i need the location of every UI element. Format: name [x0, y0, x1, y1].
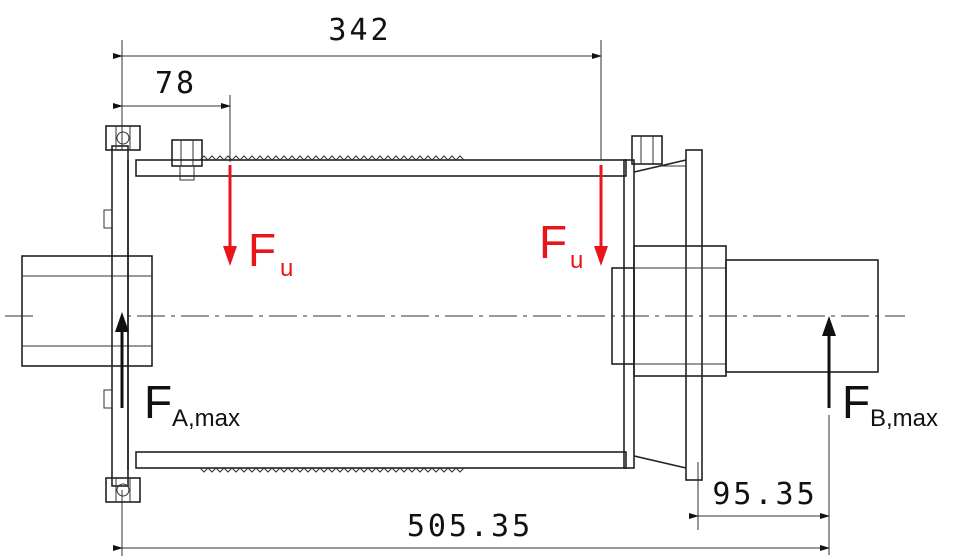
dimension-342-label: 342	[328, 13, 391, 48]
dimension-78-label: 78	[155, 66, 197, 101]
dimension-505-35: 505.35	[113, 490, 830, 556]
right-bolt-top	[631, 135, 663, 165]
force-fa-max-sub: A,max	[172, 405, 240, 432]
right-hub	[611, 245, 727, 377]
force-fb-max: F B,max	[822, 316, 938, 432]
force-fu-right-sub: u	[570, 247, 583, 274]
force-fa-max-main: F	[144, 376, 172, 428]
left-end-plate	[103, 145, 129, 487]
left-bolt-top	[105, 125, 141, 151]
force-fu-left: F u	[223, 165, 293, 282]
drum-shell-bottom	[135, 451, 627, 473]
left-hub	[21, 255, 153, 367]
dimension-95-35-label: 95.35	[712, 477, 817, 512]
inner-bolt	[171, 139, 203, 181]
force-fu-right: F u	[539, 165, 608, 274]
right-shaft	[725, 259, 879, 373]
left-bolt-bottom	[105, 477, 141, 503]
force-fu-right-main: F	[539, 216, 567, 268]
force-fu-left-sub: u	[280, 255, 293, 282]
force-fa-max: F A,max	[115, 312, 240, 432]
force-fb-max-main: F	[842, 376, 870, 428]
drum-shell-top	[135, 155, 627, 177]
dimension-95-35: 95.35	[689, 415, 830, 555]
dimension-505-35-label: 505.35	[407, 509, 533, 544]
dimension-78: 78	[113, 66, 231, 162]
force-fu-left-main: F	[248, 224, 276, 276]
force-fb-max-sub: B,max	[870, 405, 938, 432]
dimension-342: 342	[113, 13, 602, 160]
right-end-plate	[623, 149, 703, 481]
